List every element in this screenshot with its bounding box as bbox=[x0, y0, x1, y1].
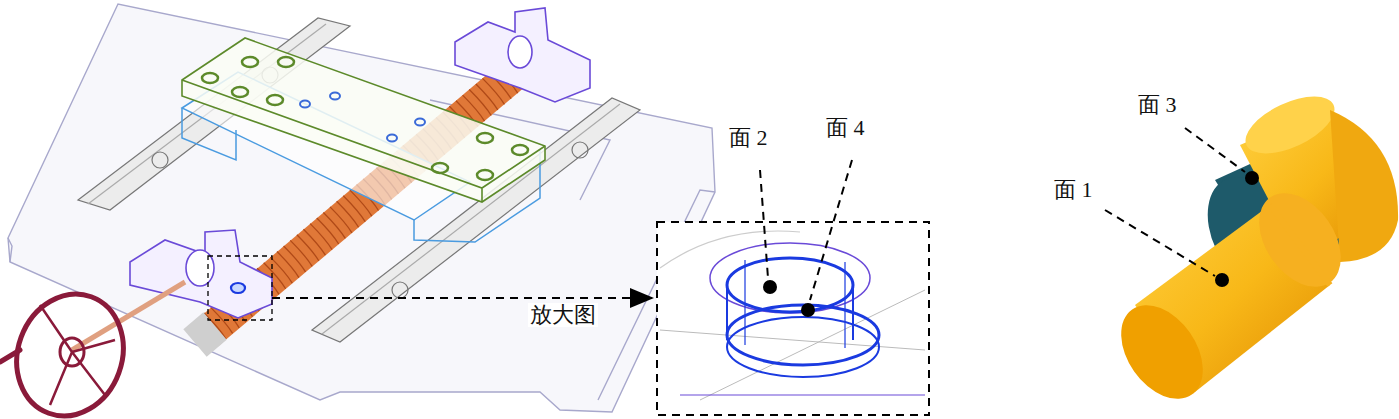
face-label: 面 2 bbox=[727, 126, 770, 150]
face-label: 面 3 bbox=[1136, 93, 1179, 117]
view-label: 放大图 bbox=[528, 303, 598, 327]
shaft-part bbox=[1104, 85, 1398, 414]
base-plate bbox=[8, 4, 715, 412]
hand-wheel bbox=[0, 279, 185, 419]
detail-arrow bbox=[272, 297, 652, 299]
face-label: 面 1 bbox=[1052, 178, 1095, 202]
face-label: 面 4 bbox=[824, 116, 867, 140]
bearing-blocks bbox=[130, 8, 590, 318]
zoom-view bbox=[657, 160, 929, 415]
detail-frame bbox=[208, 256, 272, 320]
